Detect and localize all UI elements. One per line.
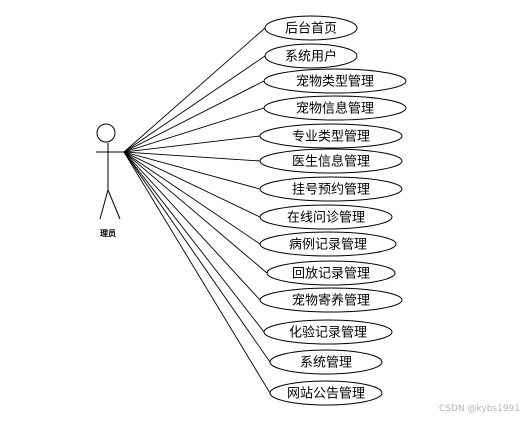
use-case-label: 专业类型管理 xyxy=(292,130,370,145)
association-line-revisit-record-mgmt xyxy=(123,151,268,274)
association-lines xyxy=(123,27,271,394)
use-case-online-consult-mgmt: 在线问诊管理 xyxy=(259,204,393,230)
use-case-label: 挂号预约管理 xyxy=(292,183,370,198)
use-case-label: 宠物类型管理 xyxy=(296,74,374,90)
use-case-label: 系统用户 xyxy=(285,49,337,65)
use-case-pet-type-mgmt: 宠物类型管理 xyxy=(263,68,407,94)
use-case-label: 回放记录管理 xyxy=(292,267,370,282)
use-case-ellipse xyxy=(259,148,403,174)
use-case-label: 化验记录管理 xyxy=(289,325,367,341)
use-case-lab-record-mgmt: 化验记录管理 xyxy=(263,319,393,345)
use-case-system-mgmt: 系统管理 xyxy=(269,349,383,375)
association-line-pet-info-mgmt xyxy=(123,107,265,153)
actor-right-leg xyxy=(107,189,121,220)
use-case-ellipse xyxy=(269,380,383,406)
use-case-ellipse xyxy=(259,231,397,257)
association-line-system-users xyxy=(123,55,266,153)
actor-head xyxy=(96,123,116,143)
use-case-label: 宠物信息管理 xyxy=(296,101,374,117)
use-case-ellipse xyxy=(264,43,358,69)
use-case-pet-info-mgmt: 宠物信息管理 xyxy=(263,95,407,121)
use-case-site-notice-mgmt: 网站公告管理 xyxy=(269,380,383,406)
use-case-label: 宠物寄养管理 xyxy=(292,293,370,309)
association-line-online-consult-mgmt xyxy=(123,151,261,218)
actor-figure: 理员 xyxy=(96,123,124,238)
use-case-label: 在线问诊管理 xyxy=(287,211,365,226)
use-case-ellipse xyxy=(263,95,407,121)
use-case-label: 医生信息管理 xyxy=(292,154,370,170)
association-line-system-mgmt xyxy=(123,151,271,363)
use-case-label: 网站公告管理 xyxy=(287,387,365,402)
use-case-ellipse xyxy=(259,123,403,149)
use-case-ellipse xyxy=(259,287,403,313)
use-case-system-users: 系统用户 xyxy=(264,43,358,69)
use-case-ellipse xyxy=(259,176,403,202)
association-line-doctor-info-mgmt xyxy=(123,151,261,162)
association-line-pet-type-mgmt xyxy=(123,80,265,153)
use-case-specialty-type-mgmt: 专业类型管理 xyxy=(259,123,403,149)
use-case-label: 系统管理 xyxy=(300,356,352,371)
association-line-lab-record-mgmt xyxy=(123,151,265,333)
use-case-ellipse xyxy=(266,260,396,286)
use-case-appointment-mgmt: 挂号预约管理 xyxy=(259,176,403,202)
use-case-admin-home: 后台首页 xyxy=(264,15,358,41)
use-case-doctor-info-mgmt: 医生信息管理 xyxy=(259,148,403,174)
association-line-medical-record-mgmt xyxy=(123,151,261,245)
association-line-site-notice-mgmt xyxy=(123,151,271,394)
use-case-ellipse xyxy=(269,349,383,375)
use-case-ellipse xyxy=(264,15,358,41)
use-case-label: 病例记录管理 xyxy=(289,238,367,253)
use-case-revisit-record-mgmt: 回放记录管理 xyxy=(266,260,396,286)
association-line-admin-home xyxy=(123,27,266,153)
use-cases: 后台首页系统用户宠物类型管理宠物信息管理专业类型管理医生信息管理挂号预约管理在线… xyxy=(259,15,407,406)
use-case-ellipse xyxy=(259,204,393,230)
actor-label: 理员 xyxy=(100,229,116,238)
use-case-ellipse xyxy=(263,319,393,345)
use-case-label: 后台首页 xyxy=(285,22,337,37)
use-case-ellipse xyxy=(263,68,407,94)
actor-left-leg xyxy=(99,189,109,220)
use-case-medical-record-mgmt: 病例记录管理 xyxy=(259,231,397,257)
association-line-pet-boarding-mgmt xyxy=(123,151,261,301)
use-case-pet-boarding-mgmt: 宠物寄养管理 xyxy=(259,287,403,313)
association-line-appointment-mgmt xyxy=(123,151,261,190)
association-line-specialty-type-mgmt xyxy=(123,135,261,153)
watermark: CSDN @kybs1991 xyxy=(438,404,520,414)
